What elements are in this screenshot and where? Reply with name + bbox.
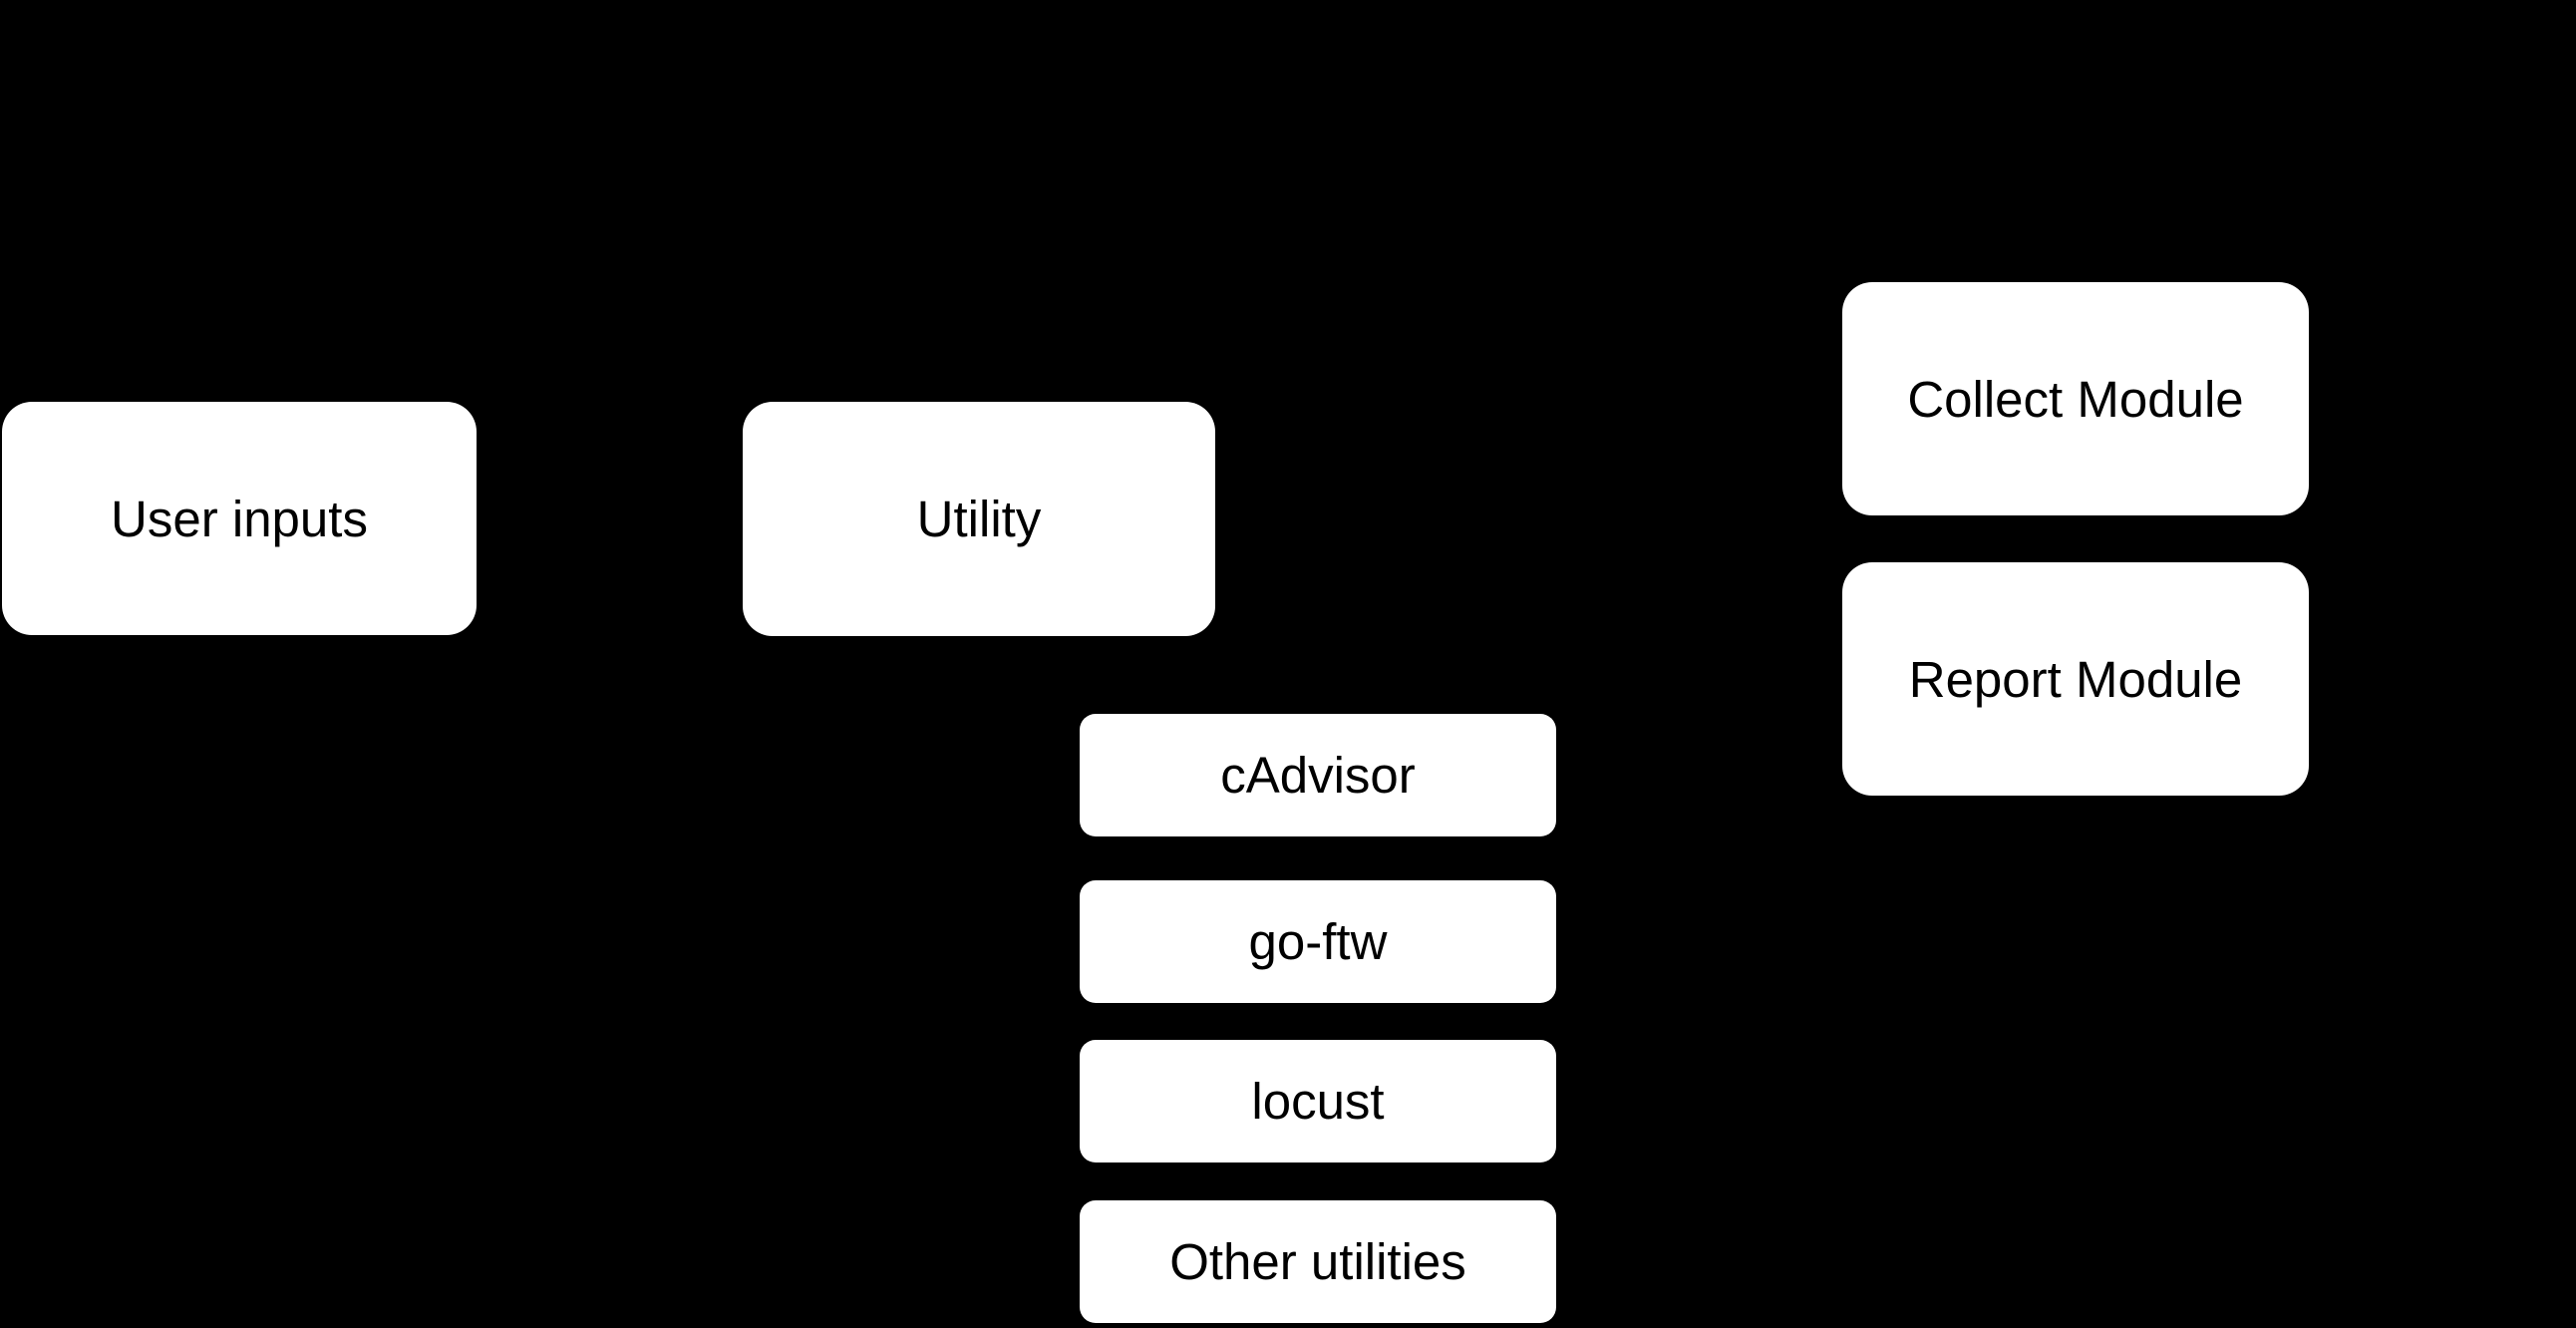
node-user-inputs-label: User inputs	[111, 490, 368, 547]
node-user-inputs: User inputs	[2, 402, 477, 635]
node-report-module: Report Module	[1842, 562, 2309, 796]
node-locust-label: locust	[1251, 1073, 1385, 1130]
node-other-utilities-label: Other utilities	[1169, 1233, 1466, 1290]
node-go-ftw-label: go-ftw	[1248, 913, 1388, 970]
node-collect-module-label: Collect Module	[1907, 370, 2244, 428]
node-other-utilities: Other utilities	[1080, 1200, 1556, 1323]
node-collect-module: Collect Module	[1842, 282, 2309, 515]
node-cadvisor-label: cAdvisor	[1220, 747, 1416, 804]
node-go-ftw: go-ftw	[1080, 880, 1556, 1003]
node-utility-label: Utility	[916, 491, 1042, 547]
node-locust: locust	[1080, 1040, 1556, 1162]
node-utility: Utility	[743, 402, 1215, 636]
node-report-module-label: Report Module	[1908, 650, 2243, 708]
node-cadvisor: cAdvisor	[1080, 714, 1556, 836]
